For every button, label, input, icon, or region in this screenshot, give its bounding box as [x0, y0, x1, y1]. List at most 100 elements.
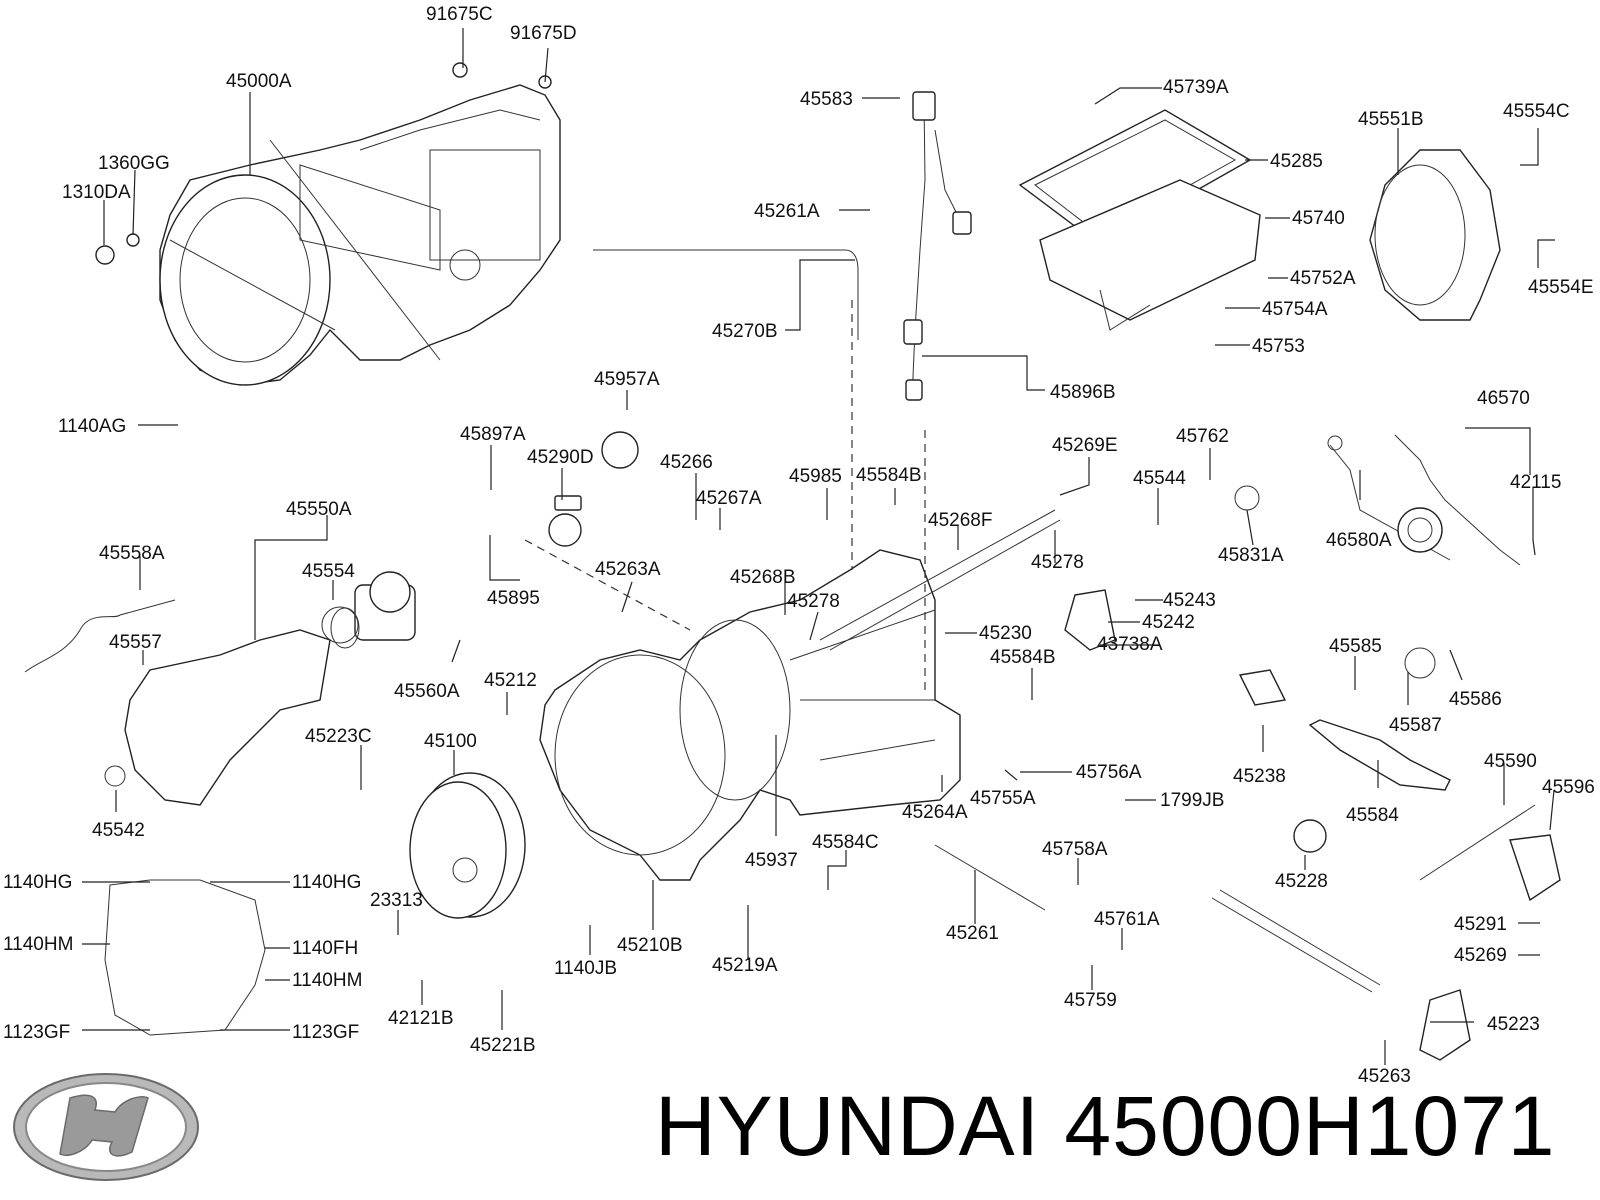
callout-label: 45756A — [1076, 762, 1142, 783]
fill-tube-drawing — [593, 249, 859, 340]
callout-label: 1799JB — [1160, 790, 1224, 811]
callout-label: 45585 — [1329, 636, 1382, 657]
callout-label: 45278 — [1031, 552, 1084, 573]
callout-label: 45584B — [856, 465, 922, 486]
callout-label: 45560A — [394, 681, 460, 702]
callout-label: 45268B — [730, 567, 796, 588]
callout-label: 45212 — [484, 670, 537, 691]
callout-label: 45278 — [787, 591, 840, 612]
brand-part-title: HYUNDAI 45000H1071 — [655, 1078, 1556, 1175]
callout-label: 45270B — [712, 321, 778, 342]
callout-label: 1140HG — [3, 872, 72, 893]
callout-label: 45264A — [902, 802, 968, 823]
callout-label: 45957A — [594, 369, 660, 390]
callout-label: 45554E — [1528, 277, 1594, 298]
callout-labels: 91675C 91675D 45000A 1360GG 1310DA 1140A… — [3, 4, 1595, 1087]
callout-label: 23313 — [370, 890, 423, 911]
callout-label: 1123GF — [3, 1022, 70, 1043]
callout-label: 45590 — [1484, 751, 1537, 772]
callout-label: 45100 — [424, 731, 477, 752]
callout-label: 1140HM — [292, 970, 362, 991]
small-parts-drawing — [95, 62, 1443, 853]
callout-label: 45584B — [990, 647, 1056, 668]
callout-label: 45831A — [1218, 545, 1284, 566]
callout-label: 45230 — [979, 623, 1032, 644]
callout-label: 45896B — [1050, 382, 1116, 403]
brand-name: HYUNDAI — [655, 1079, 1041, 1173]
drawing-layer — [13, 62, 1561, 1181]
callout-label: 45210B — [617, 935, 683, 956]
callout-label: 1140HG — [292, 872, 361, 893]
extension-housing-drawing — [1369, 149, 1501, 321]
callout-label: 91675D — [510, 23, 577, 44]
callout-label: 45551B — [1358, 109, 1424, 130]
part-number: 45000H1071 — [1064, 1079, 1556, 1173]
callout-label: 45759 — [1064, 990, 1117, 1011]
oil-pan-drawing — [1018, 109, 1261, 331]
callout-label: 45261 — [946, 923, 999, 944]
callout-label: 45223C — [305, 726, 372, 747]
callout-label: 1140AG — [58, 416, 126, 437]
callout-label: 45290D — [527, 447, 594, 468]
callout-label: 45223 — [1487, 1014, 1540, 1035]
callout-label: 45586 — [1449, 689, 1502, 710]
callout-label: 91675C — [426, 4, 493, 25]
callout-label: 45242 — [1142, 612, 1195, 633]
callout-label: 45544 — [1133, 468, 1186, 489]
callout-label: 45263A — [595, 559, 661, 580]
callout-label: 1140HM — [3, 934, 73, 955]
callout-label: 43738A — [1097, 634, 1163, 655]
callout-label: 45267A — [696, 488, 762, 509]
callout-label: 1140FH — [292, 938, 358, 959]
transmission-assembly-drawing — [159, 84, 561, 386]
callout-label: 45269 — [1454, 945, 1507, 966]
callout-label: 45268F — [928, 510, 992, 531]
callout-label: 45985 — [789, 466, 842, 487]
callout-label: 45238 — [1233, 766, 1286, 787]
callout-label: 45261A — [754, 201, 820, 222]
callout-label: 45739A — [1163, 77, 1229, 98]
callout-label: 46570 — [1477, 388, 1530, 409]
callout-label: 45752A — [1290, 268, 1356, 289]
gasket-drawing — [104, 879, 266, 1036]
callout-label: 45761A — [1094, 909, 1160, 930]
callout-label: 45557 — [109, 632, 162, 653]
callout-label: 1123GF — [292, 1022, 359, 1043]
callout-label: 45897A — [460, 424, 526, 445]
callout-label: 45558A — [99, 543, 165, 564]
callout-label: 45583 — [800, 89, 853, 110]
callout-label: 46580A — [1326, 530, 1392, 551]
callout-label: 45937 — [745, 850, 798, 871]
callout-label: 45263 — [1358, 1066, 1411, 1087]
callout-label: 45758A — [1042, 839, 1108, 860]
callout-label: 45895 — [487, 588, 540, 609]
callout-label: 45243 — [1163, 590, 1216, 611]
callout-label: 45550A — [286, 499, 352, 520]
callout-label: 45755A — [970, 788, 1036, 809]
callout-label: 45762 — [1176, 426, 1229, 447]
callout-label: 45596 — [1542, 777, 1595, 798]
torque-converter-drawing — [409, 772, 526, 919]
callout-label: 45587 — [1389, 715, 1442, 736]
harness-drawing — [903, 91, 972, 401]
callout-label: 1360GG — [98, 153, 170, 174]
callout-label: 42121B — [388, 1008, 454, 1029]
callout-label: 45754A — [1262, 299, 1328, 320]
hyundai-logo-icon — [13, 1073, 199, 1181]
callout-label: 45000A — [226, 71, 292, 92]
main-case-drawing — [524, 300, 1061, 881]
callout-label: 45221B — [470, 1035, 536, 1056]
callout-label: 45228 — [1275, 871, 1328, 892]
callout-label: 45291 — [1454, 914, 1507, 935]
shift-rods-drawing — [934, 719, 1561, 1061]
callout-label: 45554C — [1503, 101, 1570, 122]
leader-lines — [82, 28, 1555, 1065]
callout-label: 45266 — [660, 452, 713, 473]
callout-label: 45219A — [712, 955, 778, 976]
callout-label: 45740 — [1292, 208, 1345, 229]
callout-label: 45584 — [1346, 805, 1399, 826]
callout-label: 1310DA — [62, 182, 131, 203]
callout-label: 45554 — [302, 561, 355, 582]
callout-label: 45285 — [1270, 151, 1323, 172]
